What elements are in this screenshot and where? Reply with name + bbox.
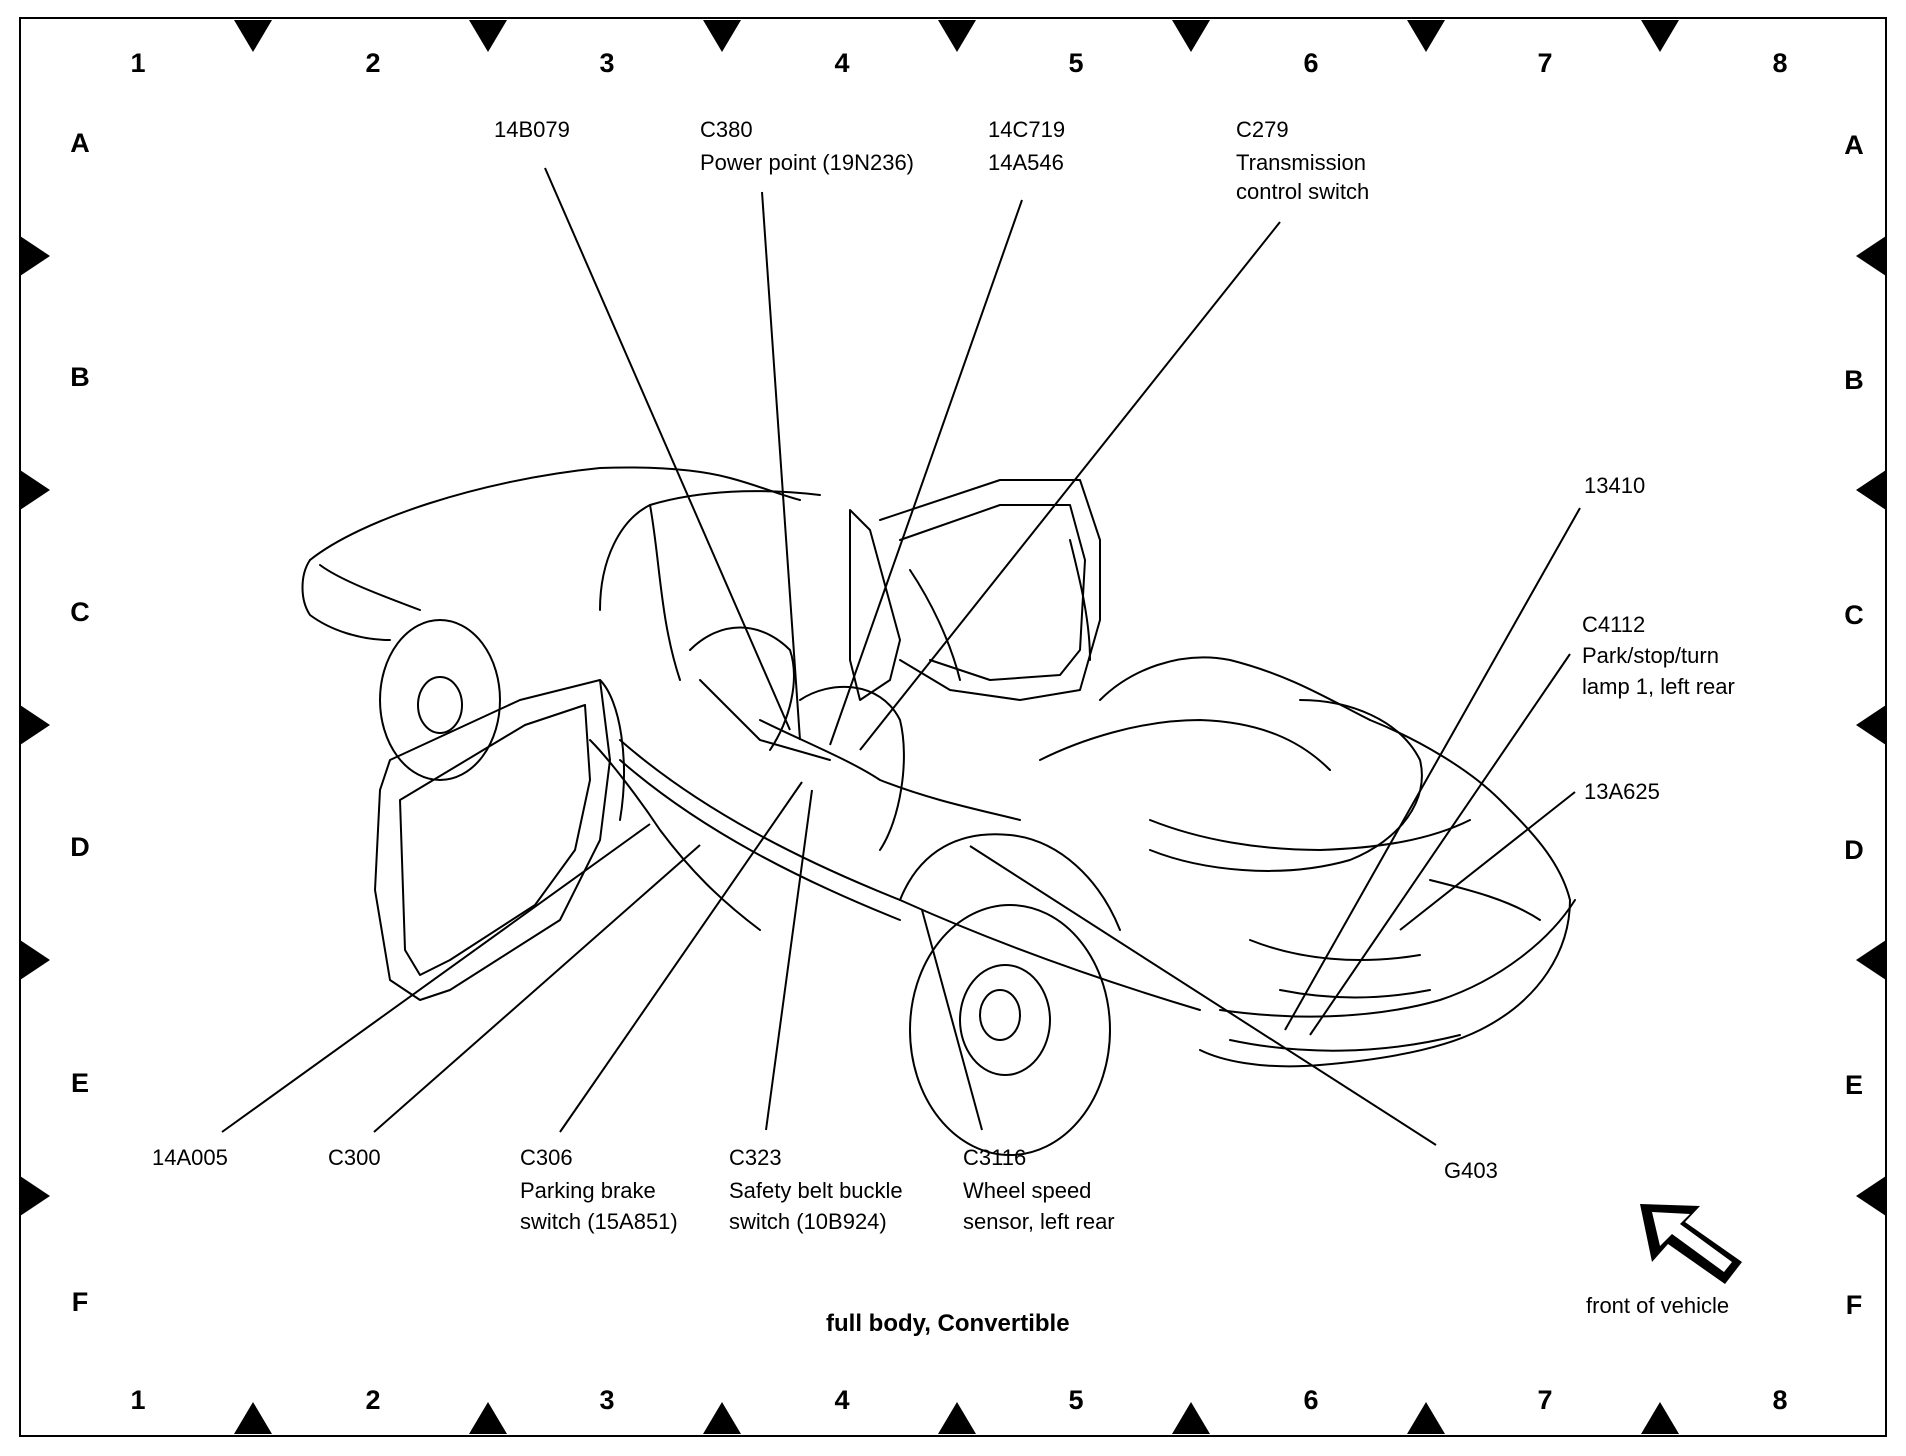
- callout-c306-desc: switch (15A851): [520, 1209, 678, 1234]
- callout-c323-code: C323: [729, 1145, 782, 1170]
- column-number: 1: [130, 1385, 146, 1415]
- callout-c306-desc: Parking brake: [520, 1178, 656, 1203]
- column-number: 8: [1772, 48, 1788, 78]
- left-markers: [20, 236, 50, 1216]
- callout-c3116-desc: Wheel speed: [963, 1178, 1092, 1203]
- column-number: 5: [1068, 1385, 1084, 1415]
- row-letter: F: [71, 1287, 89, 1317]
- column-number: 7: [1537, 48, 1553, 78]
- callout-13410: 13410: [1584, 473, 1646, 498]
- bottom-markers: [234, 1402, 1679, 1434]
- callout-c323-desc: Safety belt buckle: [729, 1178, 903, 1203]
- leader-lines: [221, 167, 1581, 1146]
- callout-c3116-desc: sensor, left rear: [963, 1209, 1115, 1234]
- callout-14a546: 14A546: [988, 150, 1064, 175]
- column-number: 3: [599, 48, 615, 78]
- front-arrow-icon: [1640, 1204, 1742, 1284]
- callout-c380-desc: Power point (19N236): [700, 150, 915, 175]
- row-letter: D: [70, 832, 90, 862]
- callout-13a625: 13A625: [1584, 779, 1660, 804]
- callout-14b079: 14B079: [494, 117, 570, 142]
- callout-c279-desc: control switch: [1236, 179, 1370, 204]
- callout-c4112-code: C4112: [1582, 612, 1646, 637]
- callout-c279-code: C279: [1236, 117, 1289, 142]
- callout-14c719: 14C719: [988, 117, 1066, 142]
- row-letter: C: [1844, 600, 1864, 630]
- column-number: 7: [1537, 1385, 1553, 1415]
- callout-c300: C300: [328, 1145, 381, 1170]
- column-number: 5: [1068, 48, 1084, 78]
- top-markers: [234, 20, 1679, 52]
- row-letter: D: [1844, 835, 1864, 865]
- callout-14a005: 14A005: [152, 1145, 228, 1170]
- callout-c323-desc: switch (10B924): [729, 1209, 887, 1234]
- callout-c279-desc: Transmission: [1236, 150, 1366, 175]
- car-illustration: [301, 466, 1576, 1156]
- column-number: 8: [1772, 1385, 1788, 1415]
- front-of-vehicle-label: front of vehicle: [1586, 1293, 1730, 1318]
- callout-c3116-code: C3116: [963, 1145, 1027, 1170]
- frame-border: [19, 17, 1887, 1437]
- column-number: 6: [1303, 48, 1319, 78]
- column-number: 4: [834, 1385, 850, 1415]
- callout-c4112-desc: lamp 1, left rear: [1582, 674, 1735, 699]
- column-number: 4: [834, 48, 850, 78]
- callout-c380-code: C380: [700, 117, 753, 142]
- callout-c306-code: C306: [520, 1145, 573, 1170]
- row-letter: B: [1844, 365, 1864, 395]
- row-letter: F: [1845, 1290, 1863, 1320]
- row-letter: A: [1844, 130, 1864, 160]
- callout-c4112-desc: Park/stop/turn: [1582, 643, 1719, 668]
- column-number: 1: [130, 48, 146, 78]
- column-number: 6: [1303, 1385, 1319, 1415]
- row-letter: B: [70, 362, 90, 392]
- row-letter: E: [1844, 1070, 1863, 1100]
- diagram-caption: full body, Convertible: [826, 1310, 1070, 1337]
- row-letter: E: [70, 1068, 89, 1098]
- callout-g403: G403: [1444, 1158, 1498, 1183]
- row-letter: C: [70, 597, 90, 627]
- column-number: 3: [599, 1385, 615, 1415]
- column-number: 2: [365, 1385, 381, 1415]
- right-markers: [1856, 236, 1886, 1216]
- column-number: 2: [365, 48, 381, 78]
- row-letter: A: [70, 128, 90, 158]
